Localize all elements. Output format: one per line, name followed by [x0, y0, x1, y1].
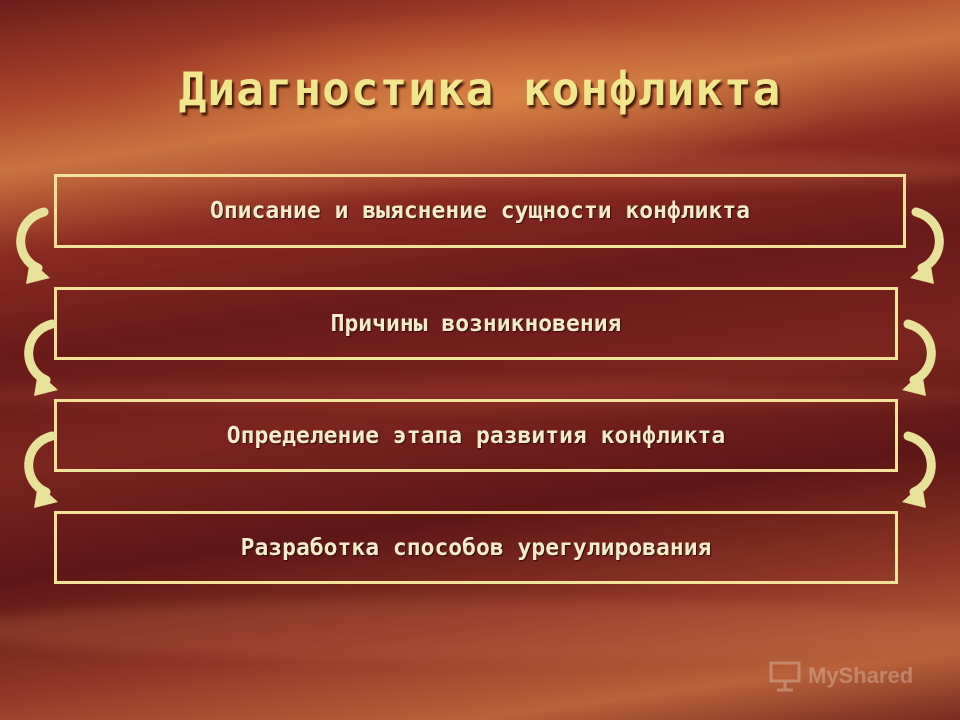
step-label: Определение этапа развития конфликта — [226, 422, 726, 449]
slide-title: Диагностика конфликта — [178, 62, 782, 116]
curved-arrow-icon — [16, 207, 50, 284]
step-label: Описание и выяснение сущности конфликта — [209, 198, 751, 224]
watermark-text: MyShared — [808, 663, 914, 688]
background-streak — [0, 600, 960, 660]
step-box-4: Разработка способов урегулирования — [54, 511, 898, 584]
curved-arrow-icon — [24, 431, 58, 508]
step-label: Причины возникновения — [330, 310, 622, 337]
step-label: Разработка способов урегулирования — [240, 534, 712, 561]
background-streak — [0, 150, 960, 190]
presentation-icon — [769, 661, 801, 692]
step-box-3: Определение этапа развития конфликта — [54, 399, 898, 472]
step-box-2: Причины возникновения — [54, 287, 898, 360]
curved-arrow-icon — [910, 207, 944, 284]
curved-arrow-icon — [24, 319, 58, 396]
step-box-1: Описание и выяснение сущности конфликта — [54, 174, 906, 248]
curved-arrow-icon — [902, 319, 936, 396]
curved-arrow-icon — [902, 431, 936, 508]
background-streak — [0, 380, 960, 410]
watermark-logo: MyShared — [768, 656, 938, 696]
